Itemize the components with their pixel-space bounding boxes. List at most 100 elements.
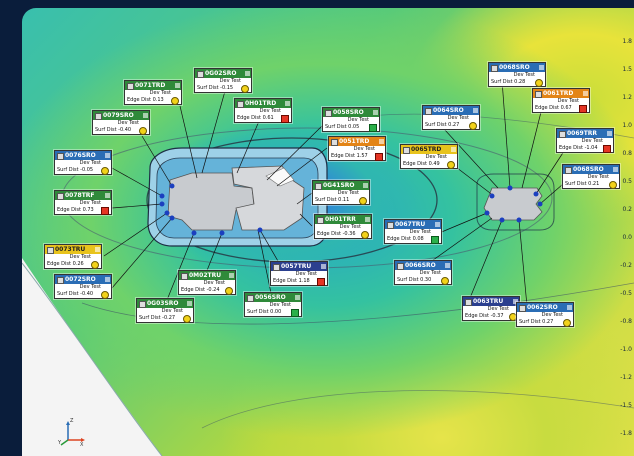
stamped-part-right (483, 187, 543, 221)
tag-value-row: Edge Dist 0.08 (385, 235, 441, 244)
tag-metric: Edge Dist (317, 231, 341, 237)
tag-metric: Edge Dist (535, 105, 559, 111)
status-indicator-icon (359, 197, 367, 205)
tag-metric: Surf Dist (565, 181, 587, 187)
tag-test-label: Dev Test (149, 90, 171, 96)
tag-test-label: Dev Test (117, 120, 139, 126)
tag-id: 0062SRO (517, 303, 573, 312)
status-indicator-icon (183, 315, 191, 323)
tag-test-label: Dev Test (581, 138, 603, 144)
tag-metric: Edge Dist (331, 153, 355, 159)
tag-value: -0.40 (80, 291, 94, 297)
tag-metric: Edge Dist (57, 207, 81, 213)
status-indicator-icon (441, 277, 449, 285)
tag-id: 0057TRU (271, 262, 327, 271)
tag-value-row: Surf Dist -0.40 (93, 126, 149, 135)
tag-test-label: Dev Test (339, 224, 361, 230)
tag-id: 0067TRU (385, 220, 441, 229)
scale-tick-label: -0.5 (620, 290, 632, 297)
tag-value: 0.28 (514, 79, 526, 85)
tag-metric: Surf Dist (57, 167, 79, 173)
tag-value-row: Edge Dist 0.49 (401, 160, 457, 169)
status-indicator-icon (563, 319, 571, 327)
tag-test-label: Dev Test (425, 154, 447, 160)
status-indicator-icon (431, 236, 439, 244)
tag-value: 0.21 (588, 181, 600, 187)
tag-test-label: Dev Test (259, 108, 281, 114)
tag-value-row: Edge Dist -0.36 (315, 230, 371, 239)
tag-metric: Edge Dist (465, 313, 489, 319)
tag-value-row: Surf Dist 0.27 (423, 121, 479, 130)
tag-test-label: Dev Test (295, 271, 317, 277)
scale-tick-label: -0.2 (620, 262, 632, 269)
triad-z-label: Z (70, 418, 74, 424)
tag-value-row: Surf Dist -0.40 (55, 290, 111, 299)
tag-test-label: Dev Test (79, 200, 101, 206)
tag-value-row: Surf Dist 0.27 (517, 318, 573, 327)
tag-id: 0058SRO (323, 108, 379, 117)
tag-value: -0.24 (206, 287, 220, 293)
tag-metric: Surf Dist (397, 277, 419, 283)
tag-value: -0.40 (118, 127, 132, 133)
tag-value: 0.11 (338, 197, 350, 203)
status-indicator-icon (101, 167, 109, 175)
tag-test-label: Dev Test (557, 98, 579, 104)
tag-test-label: Dev Test (69, 254, 91, 260)
tag-metric: Surf Dist (425, 122, 447, 128)
tag-test-label: Dev Test (447, 115, 469, 121)
tag-test-label: Dev Test (353, 146, 375, 152)
tag-value: -0.15 (220, 85, 234, 91)
status-indicator-icon (447, 161, 455, 169)
tag-id: 0063TRU (463, 297, 519, 306)
status-indicator-icon (469, 122, 477, 130)
status-indicator-icon (241, 85, 249, 93)
tag-test-label: Dev Test (419, 270, 441, 276)
tag-id: 0068SRO (489, 63, 545, 72)
scale-tick-label: 1.5 (622, 66, 632, 73)
status-indicator-icon (171, 97, 179, 105)
scale-tick-label: -0.8 (620, 318, 632, 325)
status-indicator-icon (369, 124, 377, 132)
tag-id: 0G41SRO (313, 181, 369, 190)
tag-value-row: Edge Dist -0.24 (179, 286, 235, 295)
tag-value: 1.57 (356, 153, 368, 159)
tag-value-row: Surf Dist 0.21 (563, 180, 619, 189)
tag-value: 0.27 (448, 122, 460, 128)
tag-id: 0076SRO (55, 151, 111, 160)
tag-test-label: Dev Test (161, 308, 183, 314)
tag-value-row: Edge Dist 1.18 (271, 277, 327, 286)
tag-metric: Surf Dist (139, 315, 161, 321)
tag-value-row: Edge Dist 1.57 (329, 152, 385, 161)
status-indicator-icon (361, 231, 369, 239)
scale-tick-label: -1.2 (620, 374, 632, 381)
tag-id: 0073TRU (45, 245, 101, 254)
